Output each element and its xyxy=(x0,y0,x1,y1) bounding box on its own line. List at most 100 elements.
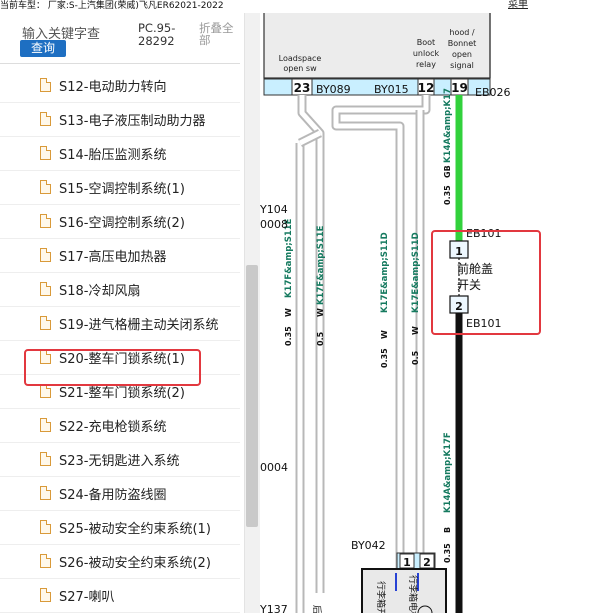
pc-code: PC.95-28292 xyxy=(138,21,176,48)
list-item[interactable]: S14-胎压监测系统 xyxy=(0,136,240,171)
document-icon xyxy=(40,112,51,126)
gauge-label: 0.35 xyxy=(380,348,389,368)
list-item-label: S19-进气格栅主动关闭系统 xyxy=(59,317,219,333)
list-item[interactable]: S24-备用防盗线圈 xyxy=(0,476,240,511)
document-icon xyxy=(40,554,51,568)
document-icon xyxy=(40,282,51,296)
switch-pin-2-box xyxy=(449,295,469,314)
color-label: W xyxy=(380,330,389,339)
wire-label-k17f-2: K17F&amp;S11E xyxy=(316,225,326,305)
list-item-label: S16-空调控制系统(2) xyxy=(59,215,185,231)
rear-label: 后 xyxy=(311,605,322,613)
connector-by015: BY015 xyxy=(374,83,409,96)
list-item[interactable]: S25-被动安全约束系统(1) xyxy=(0,510,240,545)
list-item[interactable]: S13-电子液压制动助力器 xyxy=(0,102,240,137)
list-item-label: S21-整车门锁系统(2) xyxy=(59,385,185,401)
wiring-diagram-canvas: Loadspace open sw Boot unlock relay hood… xyxy=(260,13,600,613)
module-box xyxy=(263,13,491,79)
collapse-all-button[interactable]: 折叠全部 xyxy=(199,21,234,47)
switch-pin-2: 2 xyxy=(455,300,463,313)
document-icon xyxy=(40,520,51,534)
loadspace-label-1: Loadspace xyxy=(279,54,322,63)
hood-label-3: open xyxy=(452,50,472,59)
list-item-label: S25-被动安全约束系统(1) xyxy=(59,521,211,537)
color-label: B xyxy=(443,527,452,533)
hood-label-1: hood / xyxy=(449,28,474,37)
list-item[interactable]: S22-充电枪锁系统 xyxy=(0,408,240,443)
list-item-label: S18-冷却风扇 xyxy=(59,283,141,299)
list-item[interactable]: S12-电动助力转向 xyxy=(0,68,240,103)
color-label: W xyxy=(411,326,420,335)
menu-link[interactable]: 菜单 xyxy=(508,0,528,10)
list-item[interactable]: S16-空调控制系统(2) xyxy=(0,204,240,239)
wire-label-k17e-1: K17E&amp;S11D xyxy=(380,232,390,313)
boot-label-2: unlock xyxy=(413,49,440,58)
list-item-label: S24-备用防盗线圈 xyxy=(59,487,167,503)
ref-y137: Y137 xyxy=(260,603,288,613)
sidebar: 输入关键字查 查询 PC.95-28292 折叠全部 S12-电动助力转向 S1… xyxy=(0,13,260,613)
search-button[interactable]: 查询 xyxy=(20,40,66,57)
list-item-label: S22-充电枪锁系统 xyxy=(59,419,167,435)
list-item[interactable]: S15-空调控制系统(1) xyxy=(0,170,240,205)
list-item[interactable]: S19-进气格栅主动关闭系统 xyxy=(0,306,240,341)
sidebar-scrollbar-thumb[interactable] xyxy=(246,265,258,527)
list-item-label: S15-空调控制系统(1) xyxy=(59,181,185,197)
list-item-label: S23-无钥匙进入系统 xyxy=(59,453,180,469)
document-icon xyxy=(40,316,51,330)
wire-label-k17f-1: K17F&amp;S11E xyxy=(284,218,294,298)
color-label: GB xyxy=(443,165,452,178)
connector-by042: BY042 xyxy=(351,539,386,552)
connector-eb101-bottom: EB101 xyxy=(466,317,502,330)
list-item[interactable]: S27-喇叭 xyxy=(0,578,240,613)
trunk-motor-label: 行李箱电机 xyxy=(407,575,419,613)
gauge-label: 0.35 xyxy=(443,185,452,205)
document-icon xyxy=(40,486,51,500)
ref-y104: Y104 xyxy=(260,203,288,216)
document-icon xyxy=(40,146,51,160)
wire-label-k14a-top: K14A&amp;K17 xyxy=(443,88,453,163)
gauge-label: 0.5 xyxy=(316,331,325,346)
list-item[interactable]: S23-无钥匙进入系统 xyxy=(0,442,240,477)
trunk-module-box xyxy=(361,568,447,613)
wire-label-k14a-bottom: K14A&amp;K17F xyxy=(443,432,453,513)
vehicle-info-bar: 当前车型： 厂家:S-上汽集团(荣威)飞凡ER62021-2022 xyxy=(0,0,600,13)
trunk-switch-label: 行李箱开关 xyxy=(375,581,387,613)
switch-pin-1: 1 xyxy=(455,245,463,258)
selected-item-highlight xyxy=(24,349,201,386)
document-icon xyxy=(40,248,51,262)
loadspace-label-2: open sw xyxy=(283,64,317,73)
list-item-label: S26-被动安全约束系统(2) xyxy=(59,555,211,571)
list-item-label: S13-电子液压制动助力器 xyxy=(59,113,206,129)
color-label: W xyxy=(316,308,325,317)
list-item[interactable]: S20-整车门锁系统(1) xyxy=(0,340,240,375)
list-item[interactable]: S18-冷却风扇 xyxy=(0,272,240,307)
ref-0004: 0004 xyxy=(260,461,288,474)
connector-eb101-top: EB101 xyxy=(466,227,502,240)
document-icon xyxy=(40,452,51,466)
list-item-label: S12-电动助力转向 xyxy=(59,79,167,95)
connector-eb026: EB026 xyxy=(475,86,511,99)
list-item[interactable]: S21-整车门锁系统(2) xyxy=(0,374,240,409)
annotation-highlight xyxy=(431,230,541,335)
search-input[interactable]: 输入关键字查 xyxy=(22,27,101,42)
document-icon xyxy=(40,180,51,194)
list-item-label: S17-高压电加热器 xyxy=(59,249,167,265)
by042-pin-1: 1 xyxy=(403,556,411,569)
list-item[interactable]: S26-被动安全约束系统(2) xyxy=(0,544,240,579)
color-label: W xyxy=(284,308,293,317)
document-icon xyxy=(40,384,51,398)
boot-label-1: Boot xyxy=(417,38,435,47)
connector-by089: BY089 xyxy=(316,83,351,96)
gauge-label: 0.35 xyxy=(443,543,452,563)
document-icon xyxy=(40,588,51,602)
document-icon xyxy=(40,418,51,432)
pin-19: 19 xyxy=(451,81,468,95)
gauge-label: 0.35 xyxy=(284,326,293,346)
pin-23: 23 xyxy=(294,81,311,95)
list-item[interactable]: S17-高压电加热器 xyxy=(0,238,240,273)
switch-name-2: 开关 xyxy=(457,278,481,292)
pin-12: 12 xyxy=(418,81,435,95)
list-item-label: S20-整车门锁系统(1) xyxy=(59,351,185,367)
list-item-label: S14-胎压监测系统 xyxy=(59,147,167,163)
hood-label-4: signal xyxy=(450,61,474,70)
